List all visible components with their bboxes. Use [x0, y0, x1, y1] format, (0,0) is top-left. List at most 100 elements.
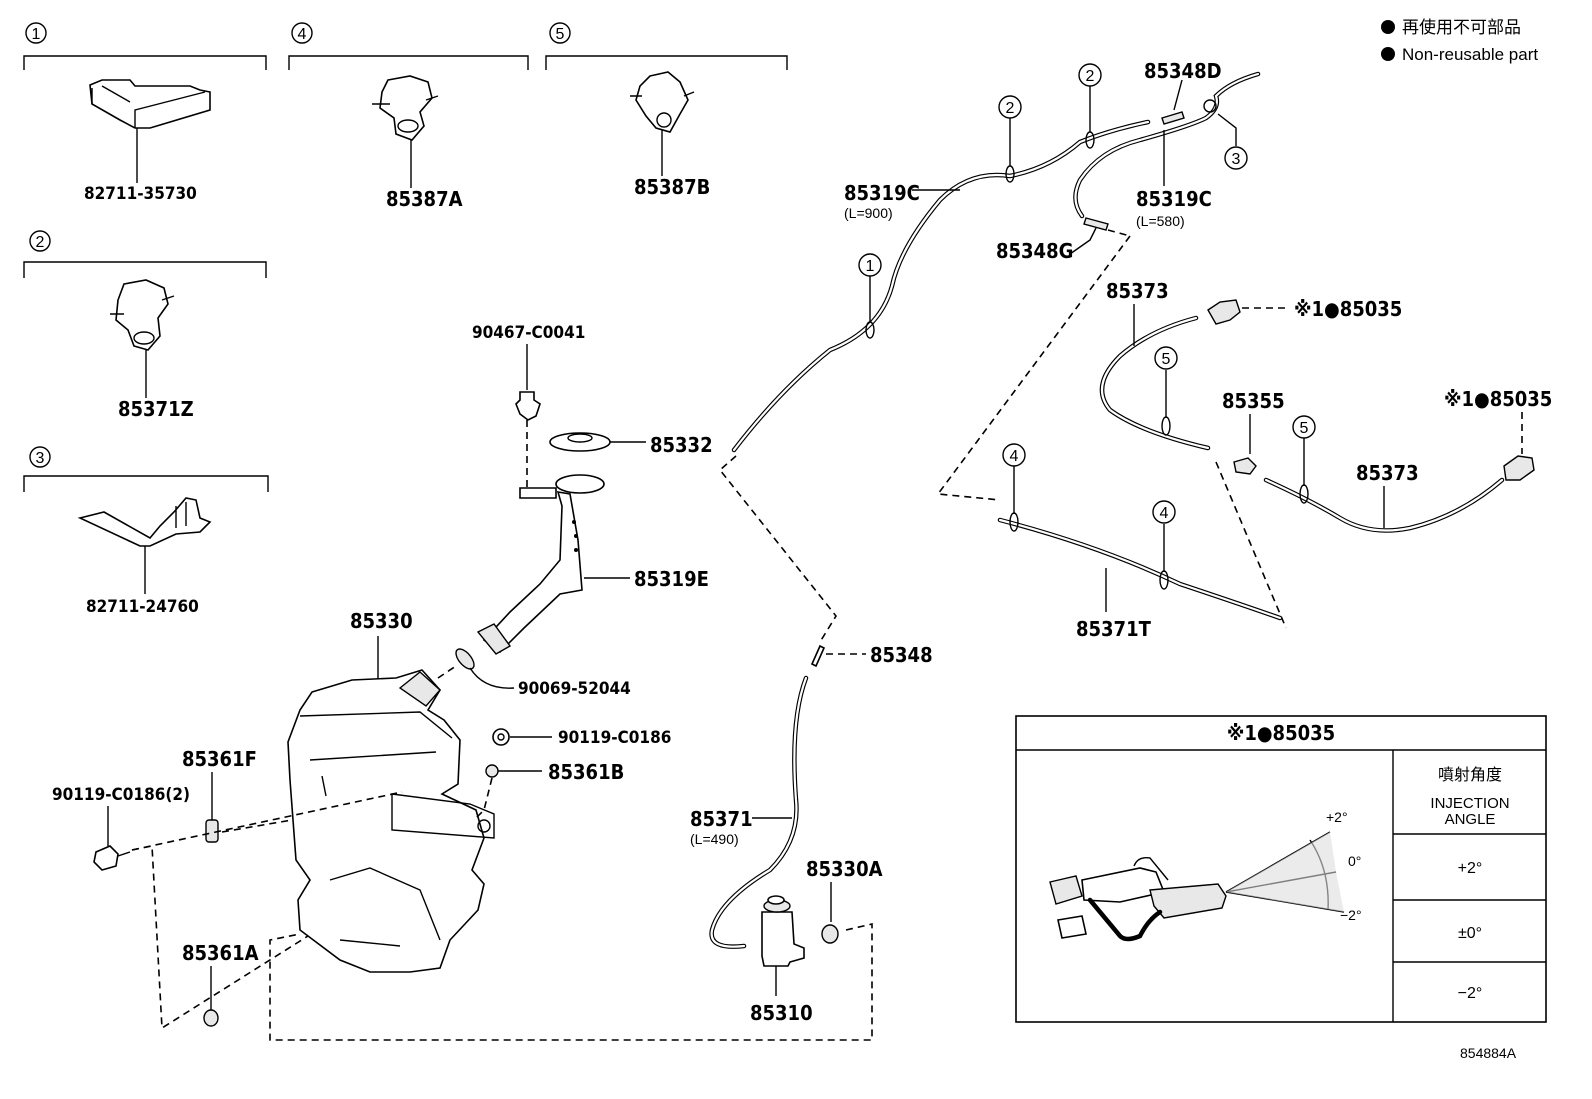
- bolt-icon: [93, 845, 119, 871]
- index-circle: [25, 22, 47, 44]
- bolt-90119-group: 90119-C0186(2): [52, 785, 190, 871]
- group-bracket: [545, 55, 788, 70]
- legend-en: Non-reusable part: [1402, 45, 1538, 64]
- joint-icon: [1083, 217, 1109, 231]
- part-85330[interactable]: 85330: [350, 609, 413, 633]
- part-85361B[interactable]: 85361B: [548, 760, 624, 784]
- clip-group-4: 4 85387A: [288, 22, 529, 211]
- grommet-icon: [485, 764, 499, 778]
- angle-label-minus2: −2°: [1340, 907, 1362, 923]
- clip-icon: [515, 391, 541, 421]
- clip-index: 1: [866, 258, 875, 275]
- table-row-plus2: +2°: [1458, 860, 1483, 877]
- oring-90069-group: 90069-52044: [437, 648, 631, 699]
- grommet-85361B-group: 85361B: [473, 760, 624, 821]
- filler-neck-85319E: 85319E: [476, 474, 709, 655]
- part-85348G[interactable]: 85348G: [996, 239, 1073, 263]
- group-bracket: [288, 55, 529, 70]
- part-85332[interactable]: 85332: [650, 433, 713, 457]
- part-85371[interactable]: 85371: [690, 807, 753, 831]
- group-bracket: [23, 475, 269, 492]
- nozzle-85035-a-group: ※1●85035: [1207, 297, 1402, 325]
- part-85319C-b[interactable]: 85319C: [1136, 187, 1212, 211]
- cap-85332-group: 85332: [549, 432, 713, 457]
- part-90467[interactable]: 90467-C0041: [472, 323, 585, 343]
- part-85319E[interactable]: 85319E: [634, 567, 709, 591]
- clip-part-icon: [379, 75, 433, 141]
- bullet-icon: [1381, 20, 1395, 34]
- hose-85319C-b: 85319C (L=580): [1073, 71, 1261, 229]
- part-number[interactable]: 82711-24760: [86, 597, 199, 617]
- part-85319C-b-length: (L=580): [1136, 213, 1185, 229]
- clip-90467-group: 90467-C0041: [472, 323, 585, 490]
- clip-group-2: 2 85371Z: [23, 230, 267, 421]
- clip-index: 4: [1160, 505, 1169, 522]
- joint-icon: [1233, 457, 1257, 475]
- clip-group-5: 5 85387B: [545, 22, 788, 199]
- nozzle-85035-b-group: ※1●85035: [1444, 387, 1552, 481]
- index-number: 3: [36, 450, 45, 467]
- joint-85355-group: 85355: [1222, 389, 1285, 475]
- clip-group-3: 3 82711-24760: [23, 446, 269, 617]
- grommet-icon: [821, 924, 839, 944]
- hose-85373-a: 85373: [1099, 279, 1211, 451]
- part-85371T[interactable]: 85371T: [1076, 617, 1152, 641]
- part-number[interactable]: 82711-35730: [84, 184, 197, 204]
- clip-part-icon: [89, 79, 211, 129]
- clip-index: 5: [1162, 351, 1171, 368]
- joint-icon: [1161, 111, 1185, 125]
- hose-85371T: 85371T: [997, 517, 1283, 641]
- filler-neck-icon: [482, 491, 583, 654]
- diagram-code: 854884A: [1460, 1045, 1517, 1061]
- clip-index: 5: [1300, 420, 1309, 437]
- angle-label-zero: 0°: [1348, 853, 1361, 869]
- hose-85319C-a: 85319C (L=900): [731, 119, 1151, 453]
- clip-index: 3: [1232, 151, 1241, 168]
- hose-icon: [1099, 315, 1211, 451]
- part-85319C-a[interactable]: 85319C: [844, 181, 920, 205]
- table-row-zero: ±0°: [1458, 925, 1482, 942]
- joint-icon: [810, 644, 826, 668]
- part-number[interactable]: 85387A: [386, 187, 463, 211]
- part-85310[interactable]: 85310: [750, 1001, 813, 1025]
- grommet-85361A-group: 85361A: [182, 941, 259, 1027]
- bullet-icon: [1381, 47, 1395, 61]
- grommet-85361F-group: 85361F: [182, 747, 257, 843]
- part-number[interactable]: 85387B: [634, 175, 710, 199]
- table-row-minus2: −2°: [1458, 985, 1483, 1002]
- index-number: 1: [32, 26, 41, 43]
- part-90119-b[interactable]: 90119-C0186(2): [52, 785, 190, 805]
- legend-jp: 再使用不可部品: [1402, 17, 1521, 37]
- pump-85310-group: 85310: [750, 895, 813, 1025]
- part-90119-a[interactable]: 90119-C0186: [558, 728, 671, 748]
- part-number[interactable]: 85371Z: [118, 397, 194, 421]
- nozzle-icon: [1503, 455, 1535, 481]
- part-85361A[interactable]: 85361A: [182, 941, 259, 965]
- table-header-en-1: INJECTION: [1430, 795, 1509, 812]
- part-85348[interactable]: 85348: [870, 643, 933, 667]
- part-85348D[interactable]: 85348D: [1144, 59, 1222, 83]
- table-header-en-2: ANGLE: [1445, 811, 1496, 828]
- grommet-icon: [205, 819, 219, 843]
- index-number: 2: [36, 234, 45, 251]
- part-85035-b[interactable]: ※1●85035: [1444, 387, 1552, 411]
- part-85355[interactable]: 85355: [1222, 389, 1285, 413]
- table-header-jp: 噴射角度: [1438, 766, 1502, 784]
- part-85035-a[interactable]: ※1●85035: [1294, 297, 1402, 321]
- nut-90119-group: 90119-C0186: [492, 728, 671, 748]
- part-90069[interactable]: 90069-52044: [518, 679, 631, 699]
- index-number: 5: [556, 26, 565, 43]
- part-85330A[interactable]: 85330A: [806, 857, 883, 881]
- part-85319C-a-length: (L=900): [844, 205, 893, 221]
- clip-group-1: 1 82711-35730: [23, 22, 267, 204]
- grommet-icon: [203, 1009, 219, 1027]
- tank-85330-group: 85330: [287, 609, 495, 973]
- part-85373-a[interactable]: 85373: [1106, 279, 1169, 303]
- part-85373-b[interactable]: 85373: [1356, 461, 1419, 485]
- hose-85373-b: 85373: [1263, 461, 1505, 533]
- legend: 再使用不可部品 Non-reusable part: [1381, 17, 1538, 64]
- injection-angle-table: ※1●85035 噴射角度 INJECTION ANGLE +2° ±0° −2…: [1015, 715, 1547, 1023]
- joint-85348D-group: 85348D: [1144, 59, 1222, 125]
- part-85361F[interactable]: 85361F: [182, 747, 257, 771]
- nozzle-illustration: +2° 0° −2°: [1049, 809, 1362, 942]
